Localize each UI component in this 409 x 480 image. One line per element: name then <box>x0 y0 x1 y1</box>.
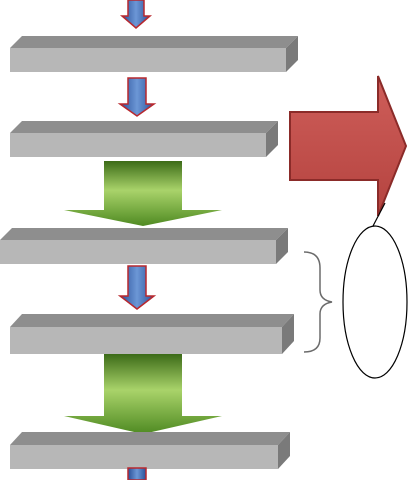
process-box-5 <box>10 432 290 469</box>
blue-down-arrow-bottom <box>127 467 147 480</box>
blue-down-arrow-top <box>119 0 153 29</box>
blue-down-arrow-1 <box>117 77 157 117</box>
callout-connector-line <box>372 202 386 227</box>
red-right-arrow <box>289 75 408 217</box>
process-box-2 <box>10 121 278 157</box>
process-box-1 <box>10 36 298 72</box>
green-down-arrow-1 <box>64 161 222 226</box>
curly-brace <box>303 251 333 353</box>
green-down-arrow-2 <box>64 354 222 434</box>
process-box-3 <box>0 228 288 264</box>
callout-ellipse <box>342 225 408 379</box>
blue-down-arrow-2 <box>117 265 157 310</box>
process-box-4 <box>10 314 294 354</box>
